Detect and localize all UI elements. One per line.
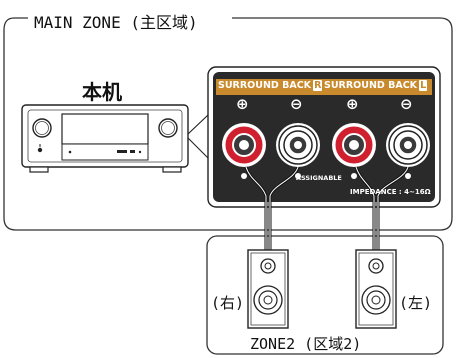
speaker-right-label: (右) bbox=[211, 294, 245, 312]
power-button-icon bbox=[37, 147, 43, 153]
zone2-label: ZONE2 (区域2) bbox=[250, 335, 362, 353]
minus-r-symbol: ⊖ bbox=[290, 95, 303, 113]
surround-back-l-mark: L bbox=[419, 80, 428, 91]
terminal-l-plus-icon bbox=[332, 123, 376, 167]
minus-l-symbol: ⊖ bbox=[400, 95, 413, 113]
assignable-label: ASSIGNABLE bbox=[296, 174, 342, 182]
speaker-right-icon bbox=[247, 249, 289, 329]
label-bar-r bbox=[216, 79, 321, 95]
speaker-left-icon bbox=[355, 249, 397, 329]
surround-back-l-text: SURROUND BACK bbox=[324, 80, 418, 91]
display-panel bbox=[61, 113, 149, 145]
receiver-unit bbox=[21, 104, 189, 173]
surround-back-r-mark: R bbox=[313, 80, 323, 91]
terminal-l-minus-icon bbox=[386, 123, 430, 167]
label-bar-l bbox=[321, 79, 432, 95]
receiver-label: 本机 bbox=[82, 80, 122, 104]
zone2-frame bbox=[206, 235, 444, 355]
speaker-left-label: (左) bbox=[399, 294, 433, 312]
plus-r-symbol: ⊕ bbox=[236, 95, 249, 113]
main-zone-frame bbox=[3, 17, 453, 231]
terminal-r-plus-icon bbox=[222, 123, 266, 167]
terminal-r-minus-icon bbox=[276, 123, 320, 167]
surround-back-r-text: SURROUND BACK bbox=[218, 80, 312, 91]
impedance-label: IMPEDANCE : 4~16Ω bbox=[350, 188, 431, 196]
plus-l-symbol: ⊕ bbox=[346, 95, 359, 113]
main-zone-label: MAIN ZONE (主区域) bbox=[32, 9, 200, 33]
